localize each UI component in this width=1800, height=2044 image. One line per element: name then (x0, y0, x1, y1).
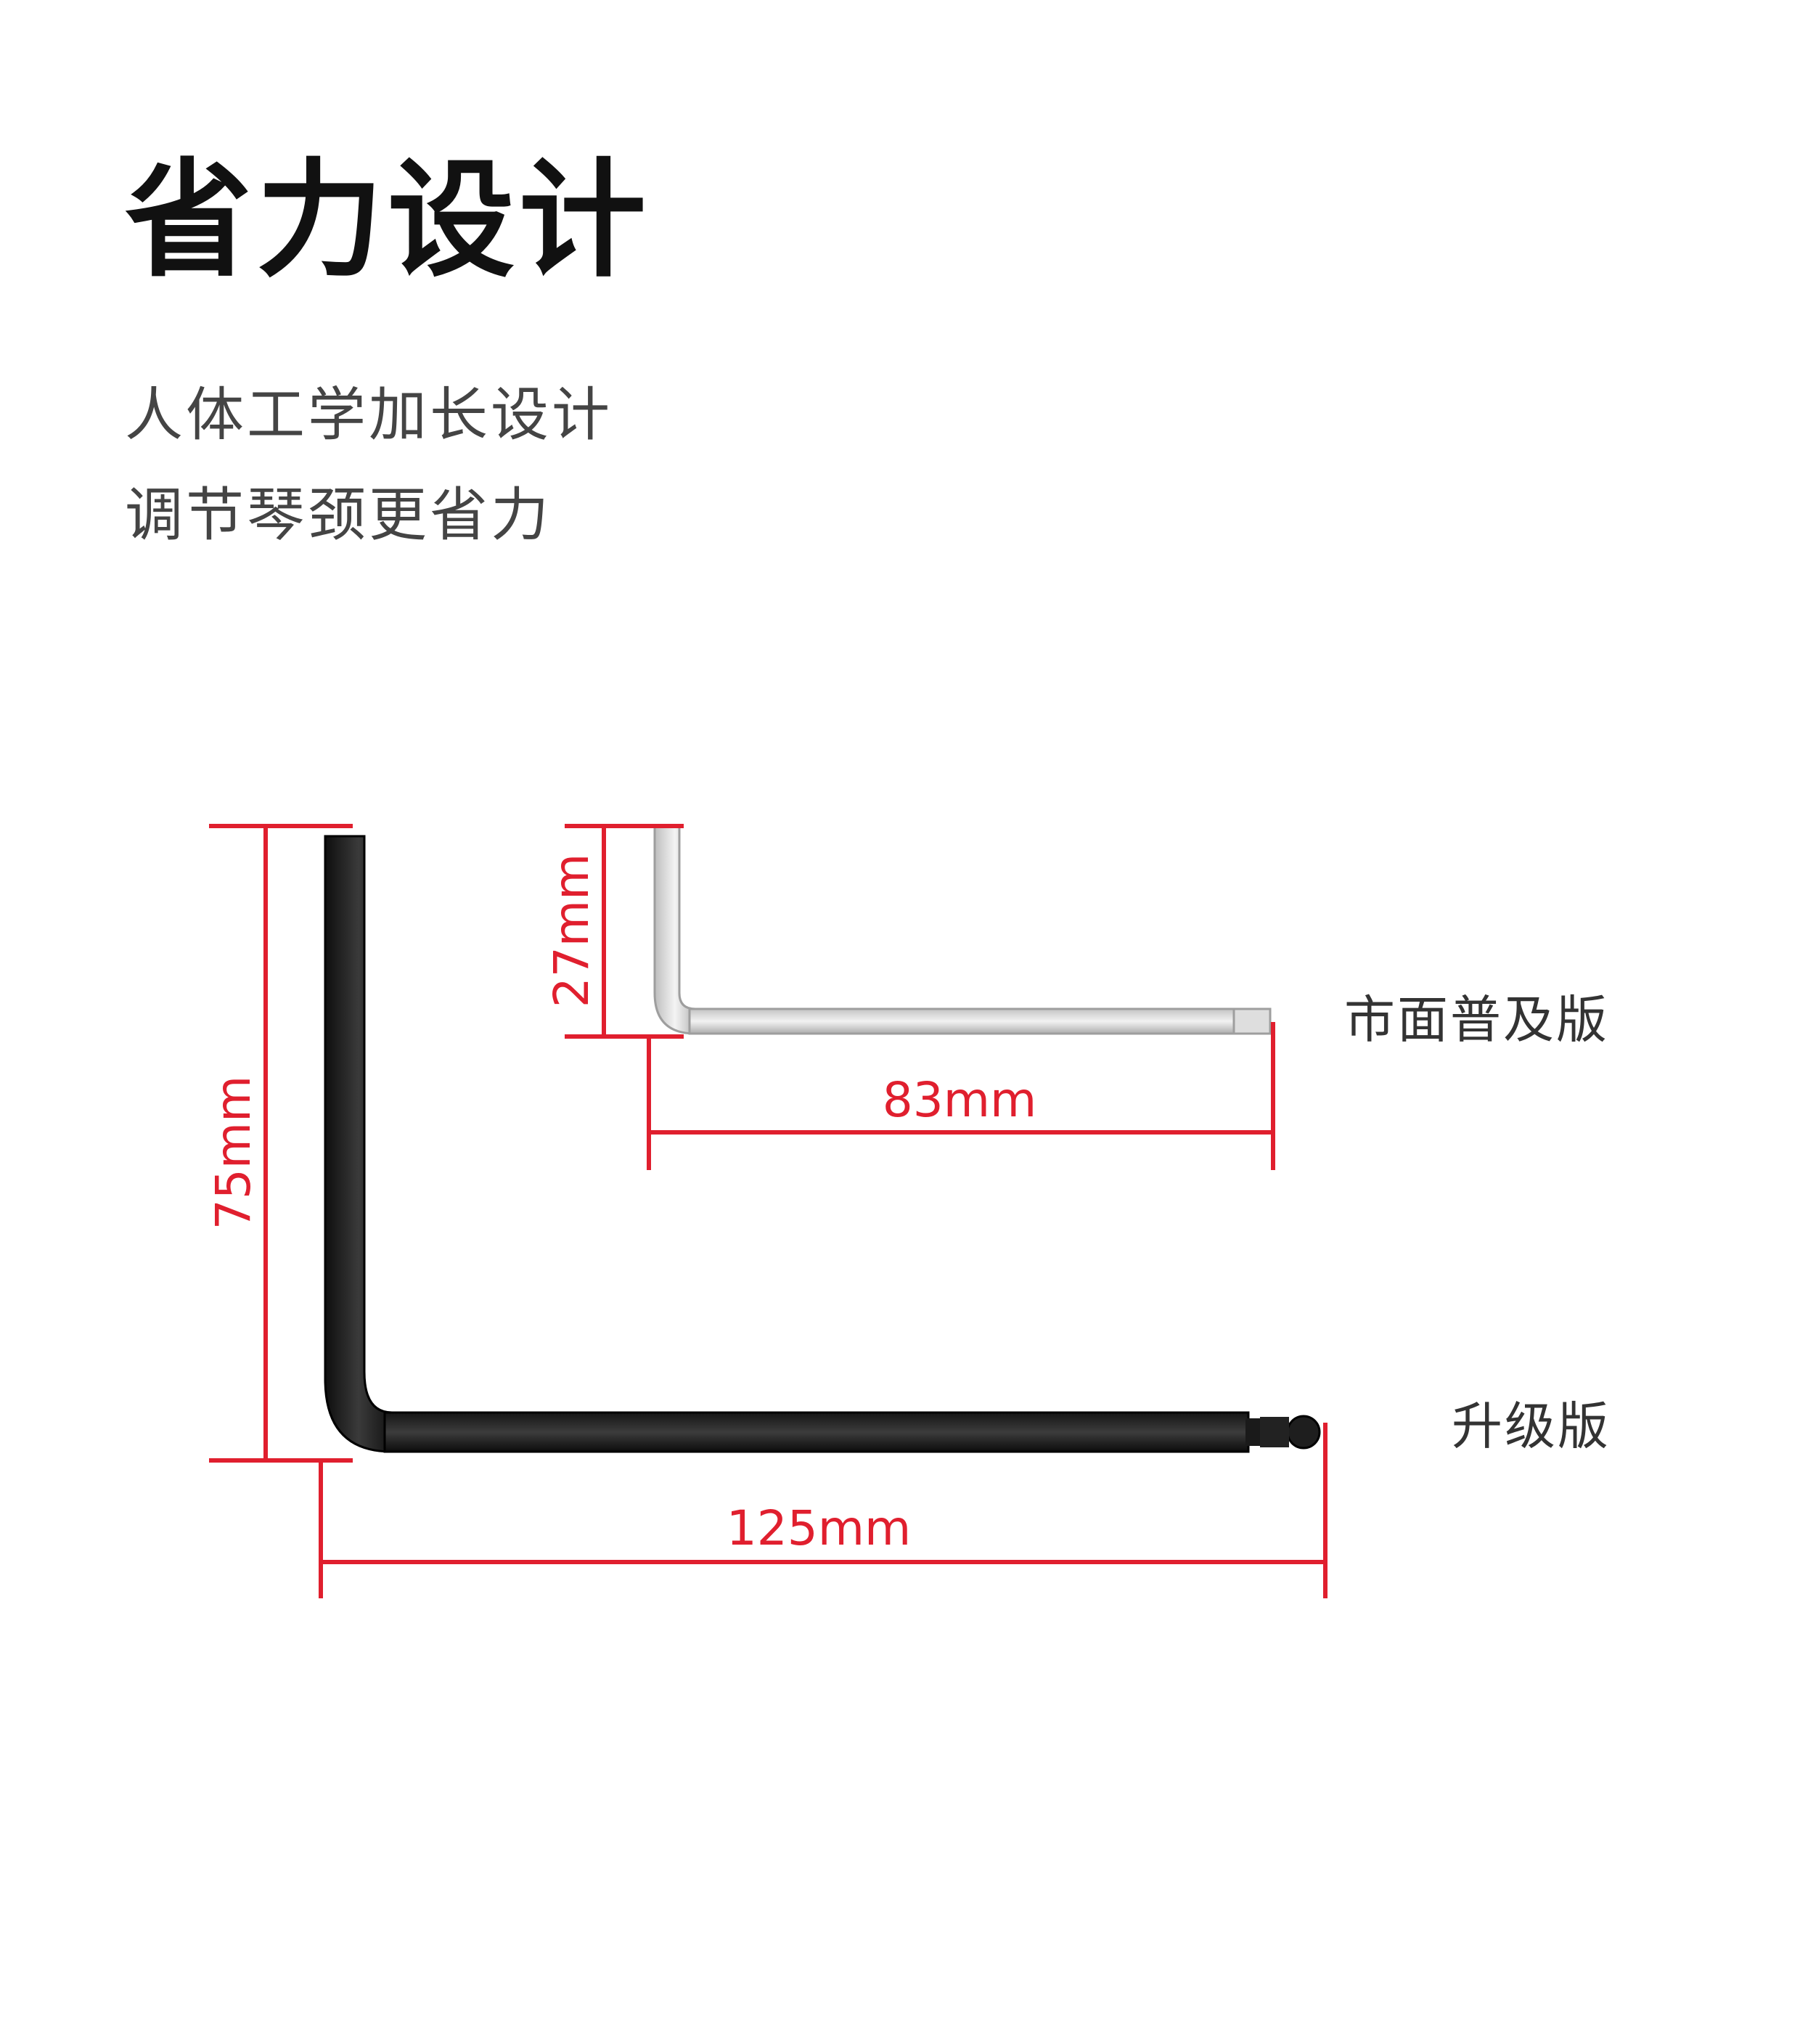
upgraded-wrench (324, 835, 1321, 1453)
subtitle-line-2: 调节琴颈更省力 (125, 481, 552, 549)
upgraded-wrench-long-arm (383, 1411, 1250, 1453)
dim-label-27mm: 27mm (544, 853, 600, 1008)
page-title: 省力设计 (125, 147, 650, 295)
upgraded-wrench-neck (1245, 1418, 1261, 1446)
standard-wrench-tip (1232, 1007, 1272, 1035)
standard-version-label: 市面普及版 (1344, 990, 1609, 1050)
standard-wrench-long-arm (688, 1007, 1272, 1035)
subtitle-line-1: 人体工学加长设计 (125, 381, 613, 449)
upgraded-version-label: 升级版 (1452, 1397, 1611, 1456)
dim-label-83mm: 83mm (882, 1072, 1037, 1128)
upgraded-wrench-short-arm (324, 835, 393, 1453)
dim-label-75mm: 75mm (205, 1075, 261, 1230)
standard-wrench (653, 825, 1272, 1035)
dimension-lines (209, 824, 1328, 1598)
dim-label-125mm: 125mm (726, 1500, 912, 1556)
standard-wrench-short-arm (653, 825, 697, 1035)
upgraded-wrench-ball-end (1286, 1415, 1321, 1450)
